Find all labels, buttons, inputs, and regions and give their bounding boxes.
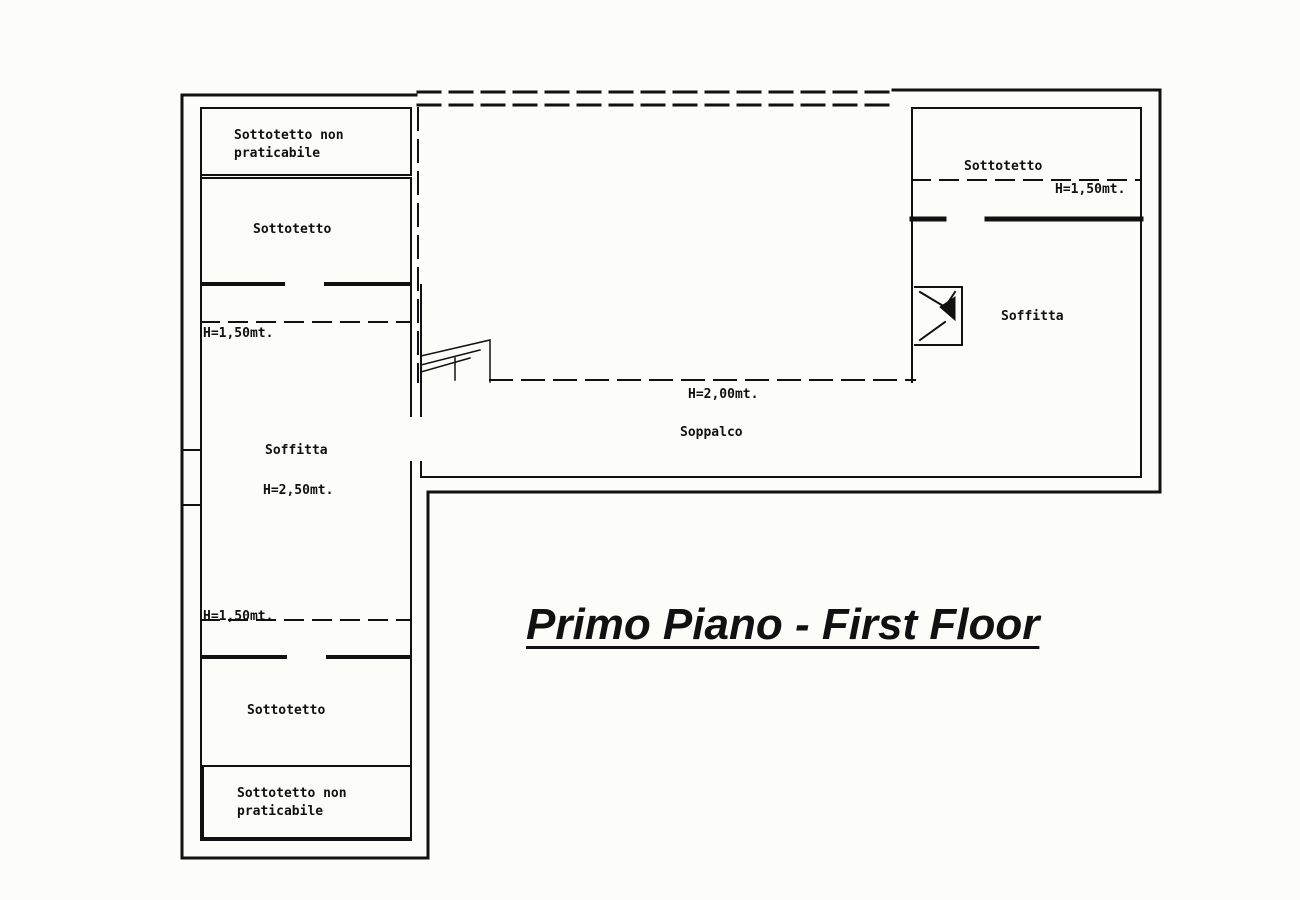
label-attic-right: Sottotetto: [964, 159, 1042, 174]
fireplace-fill: [939, 296, 956, 322]
label-height-right: H=1,50mt.: [1055, 182, 1125, 197]
label-attic-unwalkable-top-1: Sottotetto non: [234, 128, 344, 143]
label-attic-unwalkable-bottom-2: praticabile: [237, 804, 323, 819]
label-attic-unwalkable-bottom-1: Sottotetto non: [237, 786, 347, 801]
label-loft-left: Soffitta: [265, 443, 328, 458]
label-mezzanine: Soppalco: [680, 425, 743, 440]
window-right: [1140, 399, 1161, 427]
attic-room-top: [200, 107, 412, 176]
attic-room-bottom: [202, 765, 412, 839]
stair: [420, 339, 491, 383]
plan-title: Primo Piano - First Floor: [526, 600, 1040, 649]
label-height-loft-left: H=2,50mt.: [263, 483, 333, 498]
label-height-left-upper: H=1,50mt.: [203, 326, 273, 341]
label-loft-right: Soffitta: [1001, 309, 1064, 324]
label-attic-left-top: Sottotetto: [253, 222, 331, 237]
label-height-mezzanine: H=2,00mt.: [688, 387, 758, 402]
label-attic-left-bottom: Sottotetto: [247, 703, 325, 718]
window-left: [181, 423, 202, 533]
label-attic-unwalkable-top-2: praticabile: [234, 146, 320, 161]
stair-wall: [410, 284, 422, 417]
label-height-left-lower: H=1,50mt.: [203, 609, 273, 624]
outer-wall: [180, 88, 1162, 860]
